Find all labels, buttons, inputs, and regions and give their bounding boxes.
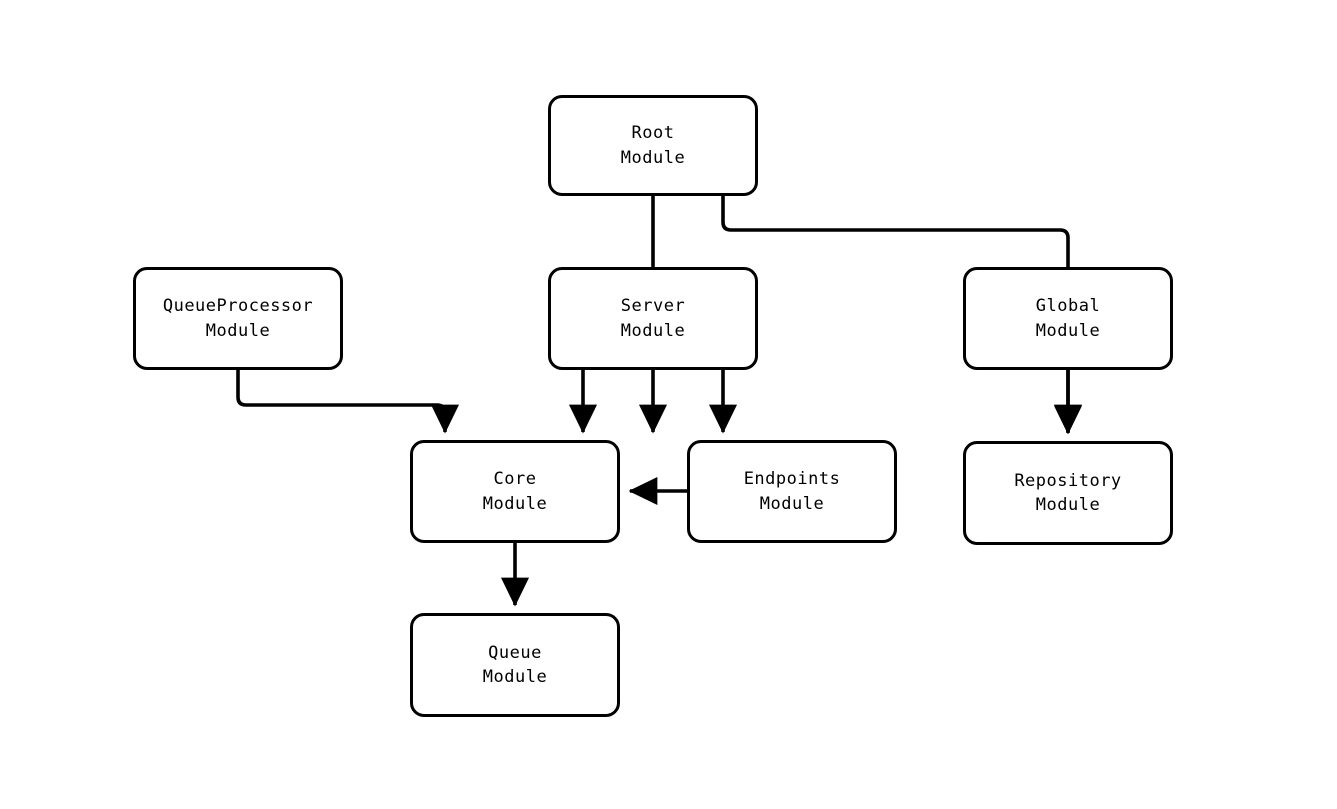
node-core-module[interactable]: Core Module [410, 440, 620, 543]
node-label-line2: Module [482, 667, 548, 687]
node-server-module[interactable]: Server Module [548, 267, 758, 370]
node-label-line1: Server [620, 296, 686, 317]
node-label-line1: Endpoints [743, 469, 841, 490]
node-endpoints-module[interactable]: Endpoints Module [687, 440, 897, 543]
node-label-line2: Module [482, 493, 548, 514]
node-label-line1: Root [631, 123, 675, 144]
node-queue-module[interactable]: Queue Module [410, 613, 620, 717]
node-label-line1: Core [493, 469, 537, 490]
node-label-line2: Module [1035, 320, 1101, 341]
node-label-line2: Module [620, 320, 686, 341]
edge-queueprocessor-to-core [236, 370, 460, 434]
node-queueprocessor-module[interactable]: QueueProcessor Module [133, 267, 343, 370]
node-repository-module[interactable]: Repository Module [963, 441, 1173, 545]
node-label-line2: Module [1035, 495, 1101, 515]
node-root-module[interactable]: Root Module [548, 95, 758, 196]
node-label-line1: Repository [1014, 470, 1122, 491]
node-label-line2: Module [620, 147, 686, 168]
node-label-line1: Global [1035, 296, 1101, 317]
node-label-line1: Queue [488, 642, 542, 663]
node-label-line1: QueueProcessor [162, 296, 314, 317]
node-label-line2: Module [759, 493, 825, 514]
node-global-module[interactable]: Global Module [963, 267, 1173, 370]
node-label-line2: Module [205, 320, 271, 341]
